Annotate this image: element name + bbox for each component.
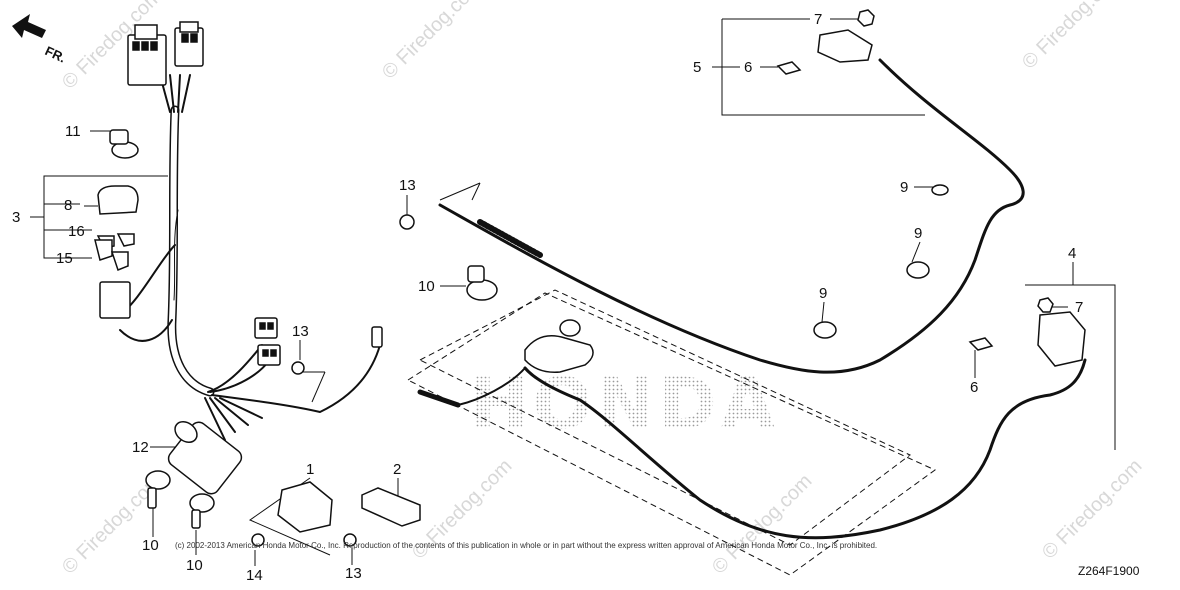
callout-3: 3 bbox=[12, 209, 20, 226]
callout-6: 6 bbox=[744, 59, 752, 76]
callout-12: 12 bbox=[132, 439, 149, 456]
watermark-text: © Firedog.com bbox=[708, 470, 817, 579]
callout-11: 11 bbox=[65, 123, 81, 140]
callout-9: 9 bbox=[900, 179, 908, 196]
callout-16: 16 bbox=[68, 223, 85, 240]
callout-7: 7 bbox=[814, 11, 822, 28]
callout-13: 13 bbox=[399, 177, 416, 194]
callout-13: 13 bbox=[345, 565, 362, 582]
callout-labels: 1 2 3 4 5 6 6 7 7 8 9 9 9 10 10 10 11 12… bbox=[12, 11, 1083, 584]
callout-1: 1 bbox=[306, 461, 314, 478]
callout-13: 13 bbox=[292, 323, 309, 340]
callout-8: 8 bbox=[64, 197, 72, 214]
harness-connectors bbox=[99, 21, 383, 366]
front-direction-arrow: FR. bbox=[12, 14, 68, 66]
callout-10: 10 bbox=[186, 557, 203, 574]
main-harness bbox=[119, 74, 381, 441]
battery-cables bbox=[417, 58, 1087, 540]
small-parts bbox=[94, 9, 1086, 547]
honda-watermark: HONDA bbox=[470, 363, 779, 445]
callout-2: 2 bbox=[393, 461, 401, 478]
callout-7: 7 bbox=[1075, 299, 1083, 316]
watermark-text: © Firedog.com bbox=[1018, 0, 1127, 74]
callout-6: 6 bbox=[970, 379, 978, 396]
callout-15: 15 bbox=[56, 250, 73, 267]
copyright-notice: (c) 2002-2013 American Honda Motor Co., … bbox=[175, 541, 877, 550]
callout-10: 10 bbox=[418, 278, 435, 295]
callout-9: 9 bbox=[914, 225, 922, 242]
callout-5: 5 bbox=[693, 59, 701, 76]
assembly-frames bbox=[406, 289, 936, 576]
leader-lines bbox=[30, 18, 1116, 566]
callout-9: 9 bbox=[819, 285, 827, 302]
front-direction-label: FR. bbox=[43, 43, 68, 65]
callout-14: 14 bbox=[246, 567, 263, 584]
callout-10: 10 bbox=[142, 537, 159, 554]
callout-4: 4 bbox=[1068, 245, 1076, 262]
diagram-code: Z264F1900 bbox=[1078, 564, 1140, 578]
site-watermarks: © Firedog.com © Firedog.com © Firedog.co… bbox=[58, 0, 1147, 579]
watermark-text: © Firedog.com bbox=[378, 0, 487, 84]
watermark-text: © Firedog.com bbox=[1038, 455, 1147, 564]
